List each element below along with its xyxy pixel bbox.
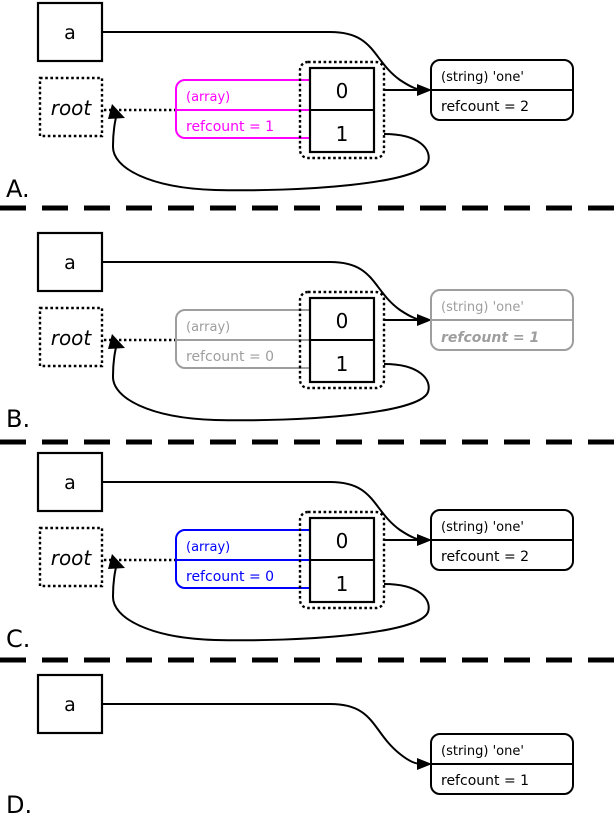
divider-b-c xyxy=(0,439,614,445)
arrowhead-into-string xyxy=(417,534,432,546)
arrowhead-into-string xyxy=(417,84,432,96)
string-box-refcount: refcount = 1 xyxy=(441,773,529,789)
array-box-type: (array) xyxy=(186,540,230,555)
array-box-type: (array) xyxy=(186,90,230,105)
index-box-container xyxy=(298,290,386,390)
index-slot-0: 0 xyxy=(336,79,349,103)
array-box-type: (array) xyxy=(186,320,230,335)
arrowhead-into-array xyxy=(108,334,125,349)
root-box xyxy=(38,526,104,588)
variable-box-a-label: a xyxy=(64,252,76,274)
variable-box-a xyxy=(36,673,104,735)
panel-a: a root (array) refcount = 1 0 1 (string)… xyxy=(6,1,574,203)
arrowhead-into-string xyxy=(417,758,432,770)
variable-box-a xyxy=(36,231,104,293)
panel-label-b: B. xyxy=(6,405,30,433)
root-box-label: root xyxy=(51,326,93,350)
panel-label-d: D. xyxy=(6,791,32,814)
root-box-label: root xyxy=(51,546,93,570)
index-box-container xyxy=(298,60,386,160)
edge-a-to-string xyxy=(102,703,423,765)
variable-box-a-label: a xyxy=(64,472,76,494)
string-box-refcount: refcount = 2 xyxy=(441,99,529,115)
index-slot-1: 1 xyxy=(336,572,349,596)
divider-a-b xyxy=(0,205,614,211)
variable-box-a-label: a xyxy=(64,694,76,716)
panel-label-c: C. xyxy=(6,625,30,653)
variable-box-a xyxy=(36,1,104,63)
root-box xyxy=(38,306,104,368)
arrowhead-into-array xyxy=(108,104,125,119)
divider-c-d xyxy=(0,657,614,663)
panel-label-a: A. xyxy=(6,175,30,203)
string-box-refcount: refcount = 2 xyxy=(441,549,529,565)
panel-b: a root (array) refcount = 0 0 1 (string)… xyxy=(6,231,574,433)
index-slot-0: 0 xyxy=(336,309,349,333)
root-box-label: root xyxy=(51,96,93,120)
root-box xyxy=(38,76,104,138)
string-box-type: (string) 'one' xyxy=(441,744,524,759)
variable-box-a-label: a xyxy=(64,22,76,44)
string-box-type: (string) 'one' xyxy=(441,300,524,315)
index-box-container xyxy=(298,510,386,610)
edge-array-self-reference xyxy=(111,343,430,422)
string-box-type: (string) 'one' xyxy=(441,70,524,85)
panel-c: a root (array) refcount = 0 0 1 (string)… xyxy=(6,451,574,653)
array-box-refcount: refcount = 0 xyxy=(186,349,274,365)
index-slot-1: 1 xyxy=(336,352,349,376)
array-box-refcount: refcount = 0 xyxy=(186,569,274,585)
edge-array-self-reference xyxy=(111,563,430,642)
index-slot-1: 1 xyxy=(336,122,349,146)
edge-array-self-reference xyxy=(111,113,430,192)
string-box-type: (string) 'one' xyxy=(441,520,524,535)
variable-box-a xyxy=(36,451,104,513)
string-box-refcount: refcount = 1 xyxy=(441,330,539,346)
arrowhead-into-string xyxy=(417,314,432,326)
index-slot-0: 0 xyxy=(336,529,349,553)
arrowhead-into-array xyxy=(108,554,125,569)
array-box-refcount: refcount = 1 xyxy=(186,119,274,135)
panel-d: a (string) 'one' refcount = 1 D. xyxy=(6,673,574,814)
